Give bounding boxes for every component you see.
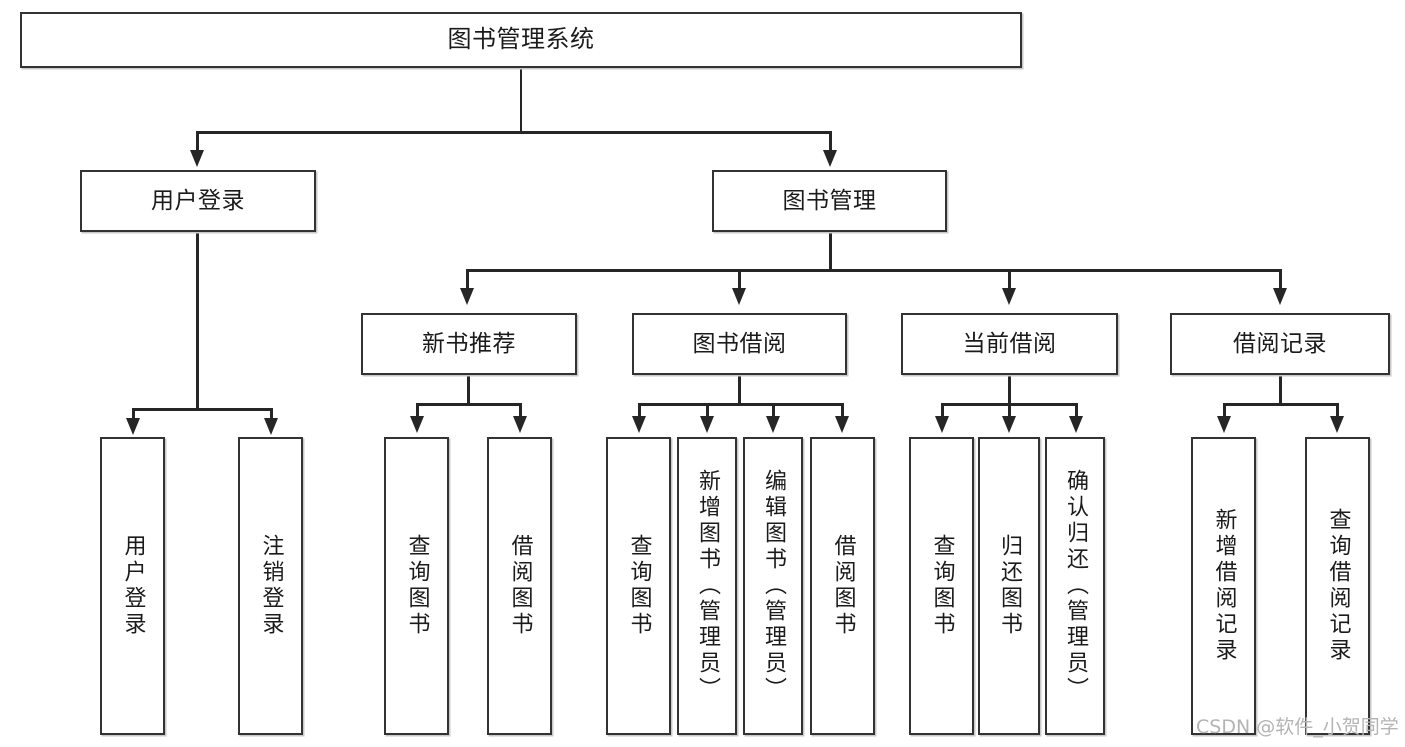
arrow-new-book-leaf-1 [410, 416, 424, 433]
connector-to-book-manage [829, 131, 832, 159]
connector-root-bus [197, 131, 832, 134]
connector-borrow-record-leaf-2 [1336, 403, 1339, 419]
connector-borrow-record-leaf-1 [1223, 403, 1226, 419]
connector-current-borrow-leaf-1 [941, 403, 944, 419]
node-leaf-query-book-new[interactable]: 查询图书 [384, 437, 449, 735]
node-leaf-borrow-book[interactable]: 借阅图书 [810, 437, 875, 735]
connector-user-login-leaf-2 [270, 408, 273, 422]
node-label: 新增借阅记录 [1211, 508, 1237, 664]
node-label: 确认归还（管理员） [1063, 469, 1088, 703]
node-leaf-user-login[interactable]: 用户登录 [100, 437, 165, 735]
connector-to-current-borrow [1008, 269, 1011, 291]
node-borrow-record[interactable]: 借阅记录 [1170, 313, 1390, 375]
node-leaf-query-borrow-record[interactable]: 查询借阅记录 [1305, 437, 1370, 735]
node-user-login[interactable]: 用户登录 [80, 170, 316, 232]
arrow-borrow-record-leaf-2 [1330, 416, 1344, 433]
connector-current-borrow-leaf-2 [1008, 403, 1011, 419]
connector-root-stem [519, 68, 522, 133]
node-label: 借阅图书 [507, 534, 533, 638]
connector-borrow-record-stem [1279, 375, 1282, 405]
arrow-book-borrow-leaf-1 [632, 416, 646, 433]
node-label: 新书推荐 [422, 330, 516, 357]
connector-book-borrow-leaf-3 [772, 403, 775, 419]
node-leaf-return-book[interactable]: 归还图书 [978, 437, 1040, 735]
connector-borrow-record-bus [1224, 403, 1338, 406]
arrow-book-borrow-leaf-2 [700, 416, 714, 433]
connector-user-login-stem [196, 232, 199, 410]
connector-user-login-bus [133, 408, 272, 411]
arrow-book-borrow-leaf-4 [835, 416, 849, 433]
node-leaf-borrow-book-new[interactable]: 借阅图书 [487, 437, 552, 735]
connector-book-borrow-bus [639, 403, 843, 406]
arrow-to-book-borrow [732, 288, 746, 305]
node-root-book-management-system[interactable]: 图书管理系统 [20, 12, 1022, 68]
node-book-borrow[interactable]: 图书借阅 [632, 313, 847, 375]
node-label: 图书借阅 [692, 330, 787, 357]
connector-book-manage-stem [829, 232, 832, 271]
node-leaf-query-book-borrow[interactable]: 查询图书 [606, 437, 671, 735]
node-label: 编辑图书（管理员） [761, 469, 786, 703]
arrow-user-login-leaf-1 [126, 418, 140, 435]
node-leaf-query-book-current[interactable]: 查询图书 [909, 437, 974, 735]
arrow-user-login-leaf-2 [264, 418, 278, 435]
node-label: 图书管理系统 [447, 25, 595, 54]
arrow-new-book-leaf-2 [513, 416, 527, 433]
connector-to-user-login [196, 131, 199, 159]
node-label: 归还图书 [997, 534, 1022, 638]
node-leaf-logout[interactable]: 注销登录 [238, 437, 303, 735]
node-leaf-confirm-return-admin[interactable]: 确认归还（管理员） [1045, 437, 1105, 735]
node-label: 借阅记录 [1233, 330, 1327, 357]
node-label: 图书管理 [782, 187, 877, 214]
connector-book-borrow-leaf-1 [638, 403, 641, 419]
arrow-to-new-book [460, 288, 474, 305]
connector-book-borrow-stem [738, 375, 741, 405]
arrow-to-book-manage [823, 150, 837, 167]
node-label: 借阅图书 [830, 534, 856, 638]
connector-book-borrow-leaf-2 [706, 403, 709, 419]
arrow-current-borrow-leaf-2 [1002, 416, 1016, 433]
connector-to-borrow-record [1279, 269, 1282, 291]
arrow-to-current-borrow [1002, 288, 1016, 305]
connector-new-book-stem [467, 375, 470, 405]
node-label: 查询图书 [404, 534, 430, 638]
node-label: 查询借阅记录 [1325, 508, 1351, 664]
arrow-borrow-record-leaf-1 [1217, 416, 1231, 433]
arrow-to-user-login [190, 150, 204, 167]
connector-book-manage-bus [467, 269, 1281, 272]
node-leaf-add-book-admin[interactable]: 新增图书（管理员） [677, 437, 737, 735]
node-leaf-add-borrow-record[interactable]: 新增借阅记录 [1191, 437, 1256, 735]
node-label: 注销登录 [258, 534, 284, 638]
connector-new-book-leaf-1 [416, 403, 419, 419]
connector-current-borrow-leaf-3 [1075, 403, 1078, 419]
node-label: 用户登录 [151, 187, 245, 214]
arrow-current-borrow-leaf-3 [1069, 416, 1083, 433]
connector-new-book-leaf-2 [519, 403, 522, 419]
connector-to-new-book [466, 269, 469, 291]
node-current-borrow[interactable]: 当前借阅 [901, 313, 1118, 375]
connector-current-borrow-stem [1008, 375, 1011, 405]
arrow-book-borrow-leaf-3 [766, 416, 780, 433]
node-label: 用户登录 [120, 534, 146, 638]
node-label: 当前借阅 [962, 330, 1057, 357]
connector-to-book-borrow [738, 269, 741, 291]
csdn-watermark: CSDN @软件_小贺同学 [1196, 716, 1399, 738]
connector-new-book-bus [417, 403, 521, 406]
node-label: 查询图书 [929, 534, 955, 638]
connector-user-login-leaf-1 [132, 408, 135, 422]
node-label: 新增图书（管理员） [695, 469, 720, 703]
arrow-to-borrow-record [1273, 288, 1287, 305]
arrow-current-borrow-leaf-1 [935, 416, 949, 433]
node-leaf-edit-book-admin[interactable]: 编辑图书（管理员） [743, 437, 803, 735]
node-new-book-recommend[interactable]: 新书推荐 [361, 313, 577, 375]
connector-book-borrow-leaf-4 [841, 403, 844, 419]
node-label: 查询图书 [626, 534, 652, 638]
node-book-management[interactable]: 图书管理 [712, 170, 947, 232]
